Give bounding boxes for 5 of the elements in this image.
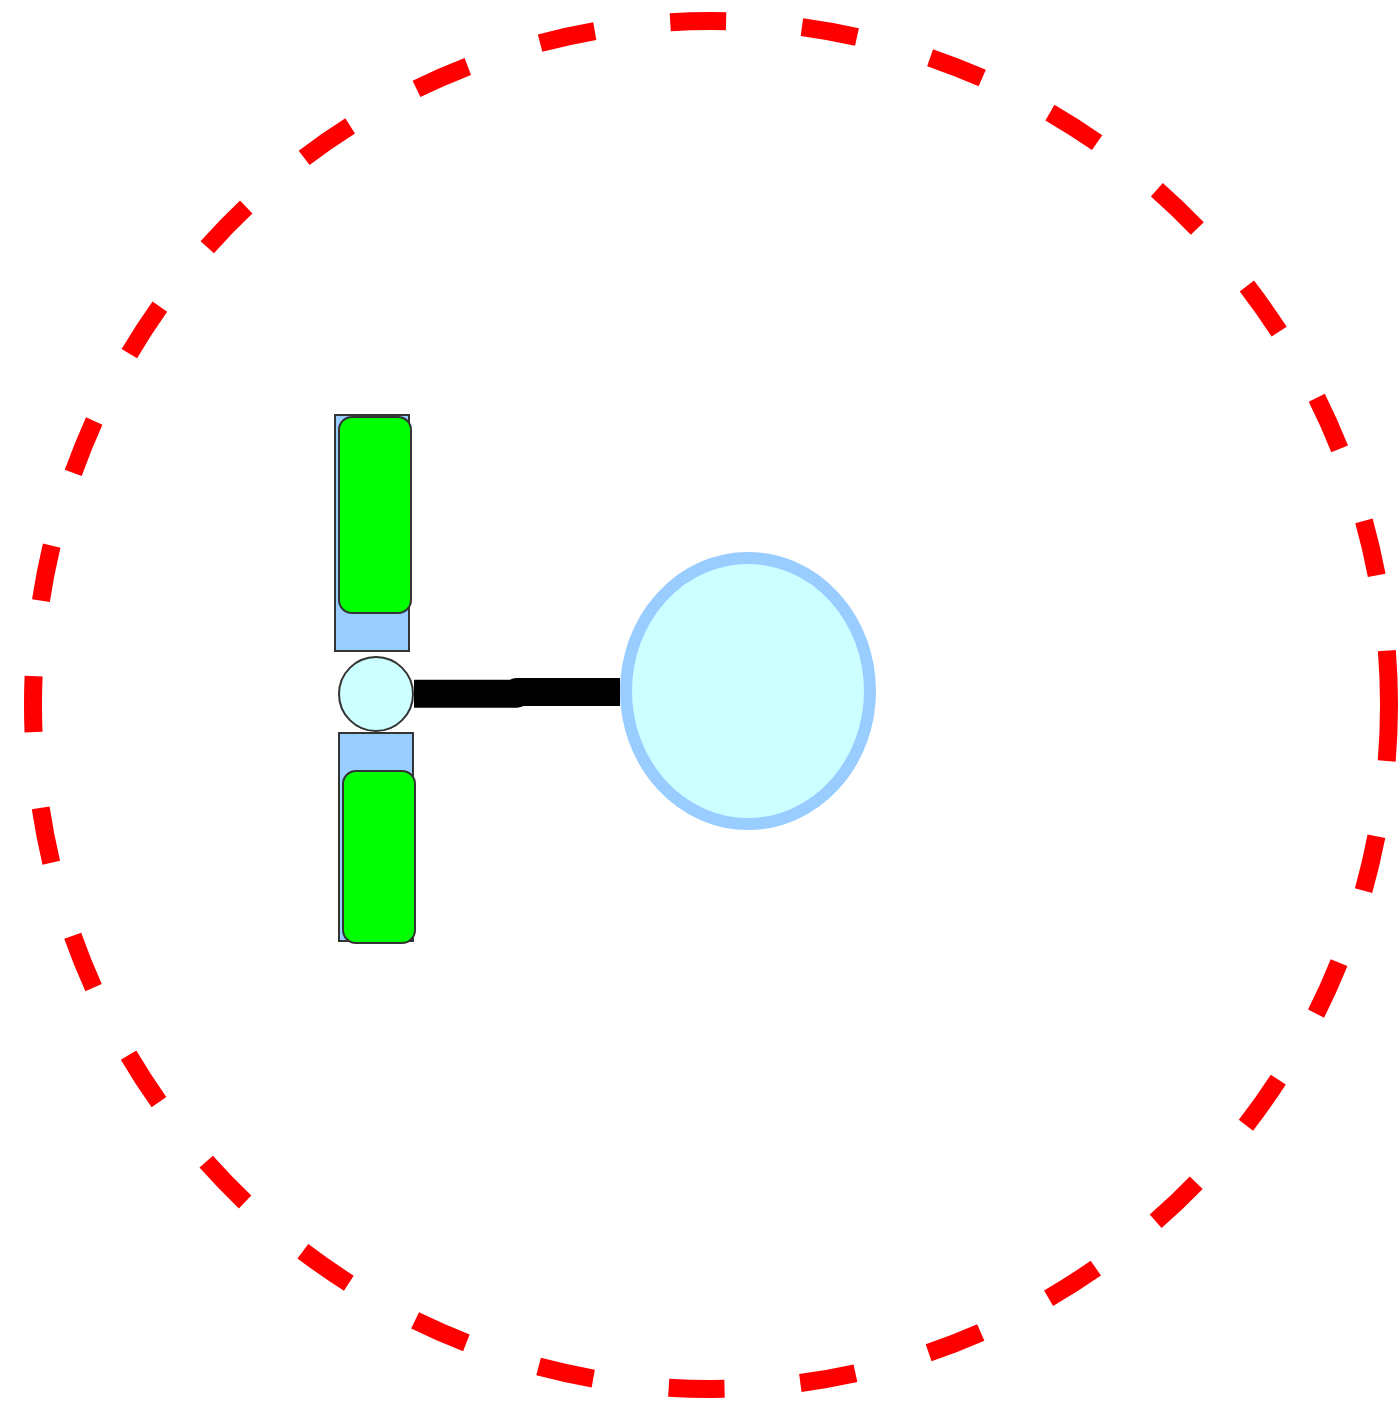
panel-bar: [342, 770, 416, 944]
panel-box: [334, 414, 410, 652]
connector-bar: [414, 678, 620, 708]
panel-box: [338, 732, 414, 942]
panel-bar: [338, 416, 412, 614]
